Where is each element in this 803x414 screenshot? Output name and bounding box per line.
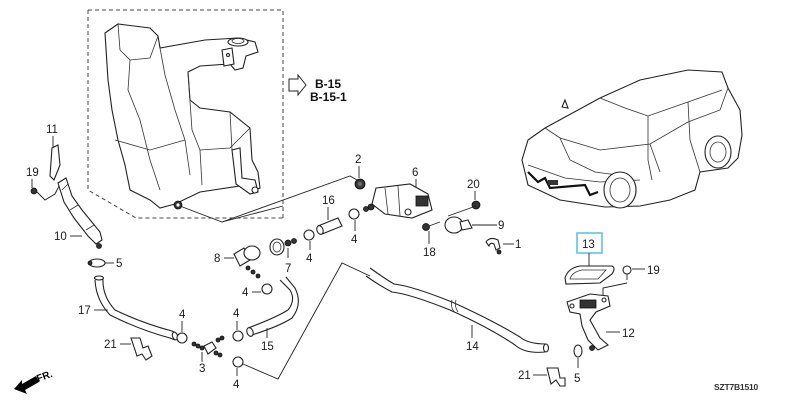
washer-tank-assembly [87, 9, 284, 219]
part-19-screw-left [30, 187, 38, 195]
part-8-valve [233, 245, 261, 279]
tank-dash-box-left [87, 10, 283, 219]
part-4-clamp-a [176, 332, 188, 344]
part-4-clamp-d [261, 283, 273, 295]
callout-15[interactable]: 15 [261, 341, 274, 353]
cross-reference-arrow-icon [288, 73, 307, 97]
callout-5-left[interactable]: 5 [116, 258, 122, 270]
callout-9[interactable]: 9 [498, 220, 504, 232]
cross-reference-line2[interactable]: B-15-1 [310, 90, 347, 104]
front-label: FR. [35, 369, 54, 385]
callout-8[interactable]: 8 [214, 253, 220, 265]
part-6-washer-pump [363, 183, 433, 219]
callout-4-b[interactable]: 4 [233, 308, 240, 320]
callout-4-d[interactable]: 4 [242, 287, 249, 299]
part-19-screw-right [622, 265, 632, 275]
callout-4-e[interactable]: 4 [306, 253, 313, 265]
part-21-clip-left [130, 337, 153, 361]
callout-4-c[interactable]: 4 [233, 379, 240, 391]
callout-14[interactable]: 14 [466, 341, 479, 353]
callout-20[interactable]: 20 [467, 179, 480, 191]
washer-tank [104, 23, 261, 209]
cross-reference-line1[interactable]: B-15 [315, 77, 341, 91]
callout-19-left[interactable]: 19 [26, 167, 39, 179]
part-12-nozzle [566, 293, 611, 351]
callout-5-right[interactable]: 5 [574, 373, 580, 385]
callout-11[interactable]: 11 [46, 124, 58, 136]
part-4-clamp-e [303, 229, 315, 241]
callout-4-a[interactable]: 4 [179, 309, 186, 321]
callout-7[interactable]: 7 [285, 263, 291, 275]
callout-3[interactable]: 3 [199, 363, 205, 375]
part-4-clamp-f [348, 208, 360, 220]
part-13-cover [564, 265, 615, 285]
diagram-reference-code: SZT7B1510 [714, 382, 759, 392]
tank-dash-box-right [88, 9, 284, 218]
callout-17[interactable]: 17 [78, 305, 91, 317]
front-direction-indicator: FR. [14, 369, 54, 394]
part-15-hose [247, 279, 294, 329]
part-14-hose [365, 275, 546, 353]
callout-21-left[interactable]: 21 [104, 339, 117, 351]
part-17-hose [94, 279, 176, 341]
part-5-clamp-right [573, 344, 583, 358]
part-9-bracket [444, 205, 477, 234]
callout-2[interactable]: 2 [355, 154, 361, 166]
part-4-clamp-c [232, 356, 244, 368]
part-11-gasket [49, 144, 61, 181]
vehicle-illustration [521, 69, 743, 209]
callout-1[interactable]: 1 [515, 239, 521, 251]
callout-10[interactable]: 10 [54, 231, 67, 243]
callout-6[interactable]: 6 [412, 167, 418, 179]
part-21-clip-right [546, 367, 566, 387]
part-3-joint [191, 335, 225, 358]
callout-4-f[interactable]: 4 [351, 234, 358, 246]
part-4-clamp-b [232, 330, 244, 342]
callout-21-right[interactable]: 21 [518, 370, 531, 382]
tank-to-grommet-leader [179, 175, 358, 223]
callout-13[interactable]: 13 [582, 239, 595, 251]
part-7-fitting [269, 238, 297, 256]
callout-19-right[interactable]: 19 [647, 265, 660, 277]
filler-neck [227, 37, 249, 47]
callout-16[interactable]: 16 [322, 195, 335, 207]
callout-18[interactable]: 18 [423, 247, 436, 259]
part-1-clip [485, 237, 501, 251]
callout-12[interactable]: 12 [622, 328, 635, 340]
part-18-bolt [422, 223, 430, 231]
callout-13-highlight-box[interactable] [576, 232, 603, 254]
cross-reference: B-15 B-15-1 [288, 73, 347, 104]
part-20-nut [471, 200, 481, 210]
part-10-nozzle [57, 177, 103, 245]
front-arrow-icon [14, 376, 39, 394]
